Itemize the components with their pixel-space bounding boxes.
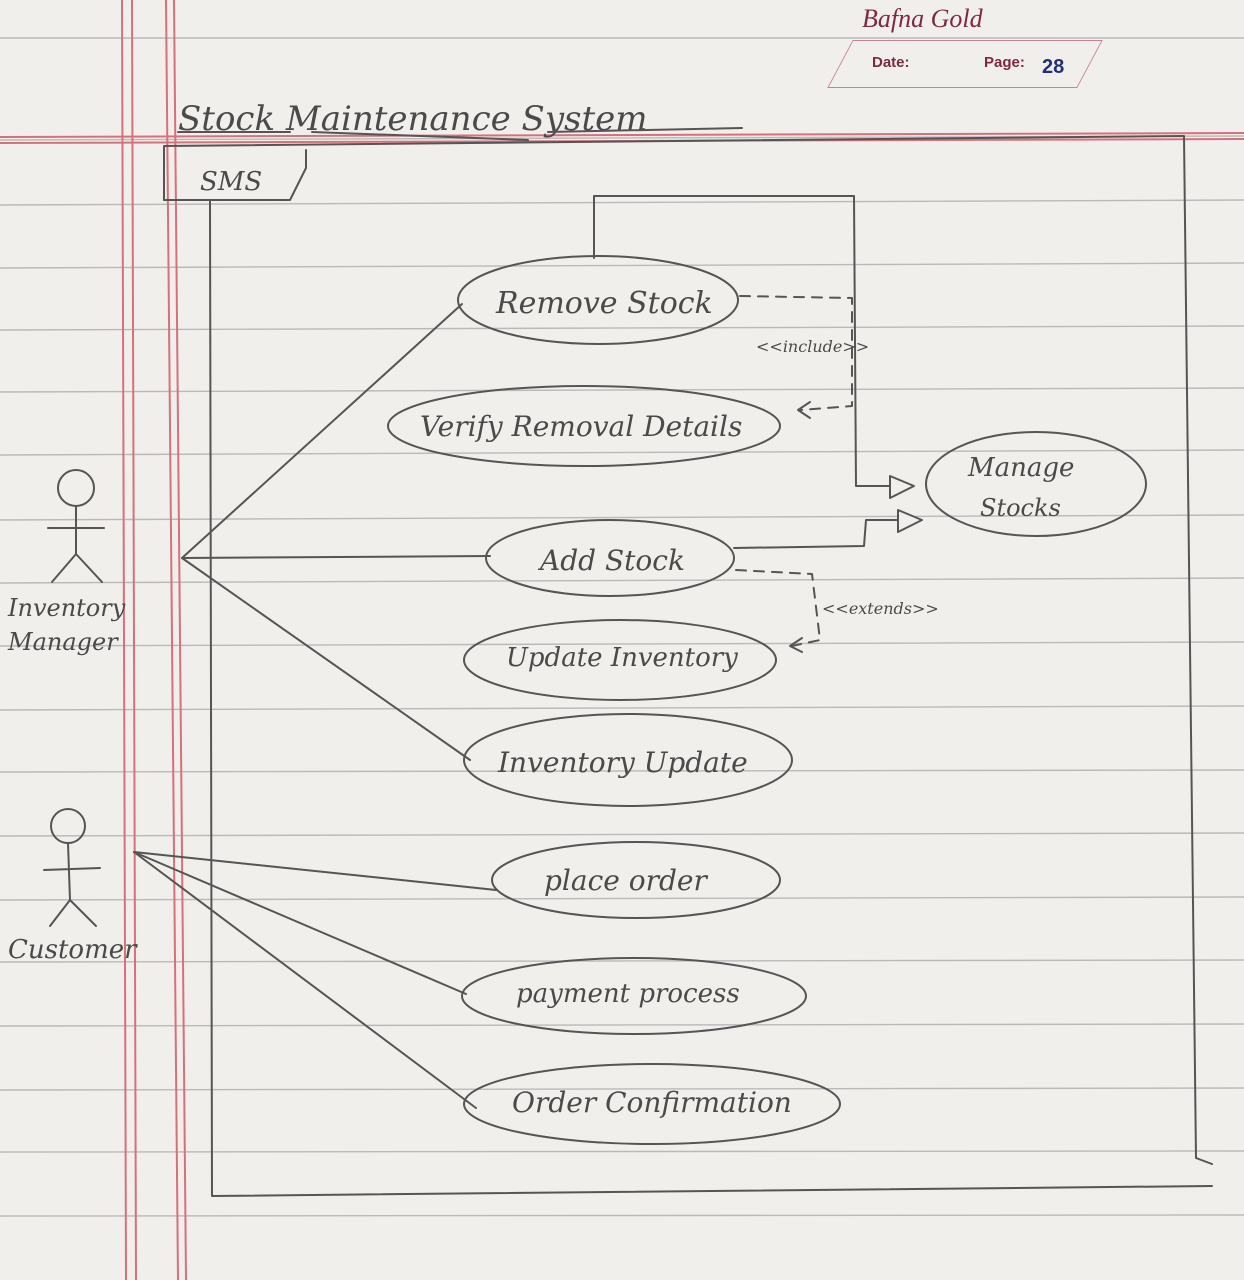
actor-body-icon <box>47 505 105 583</box>
use-case-label-line2: Stocks <box>980 494 1061 522</box>
extend-dependency <box>735 569 821 647</box>
page-number: 28 <box>1042 56 1065 78</box>
use-case-remove-stock: Remove Stock <box>457 255 739 345</box>
use-case-label: Remove Stock <box>495 286 713 321</box>
extend-arrowhead <box>789 637 803 653</box>
generalization-line <box>593 195 891 487</box>
use-case-ellipse <box>387 385 781 467</box>
use-case-ellipse <box>491 841 781 919</box>
generalization-arrowhead <box>889 475 915 499</box>
use-case-update-inventory: Update Inventory <box>463 619 777 701</box>
actor-head-icon <box>50 808 86 844</box>
use-case-ellipse <box>925 431 1147 537</box>
use-case-ellipse <box>485 519 735 597</box>
use-case-label: Verify Removal Details <box>420 410 742 443</box>
use-case-ellipse <box>463 1063 841 1145</box>
use-case-ellipse <box>457 255 739 345</box>
actor-label-line2: Manager <box>7 628 119 656</box>
actor-body-icon <box>43 842 101 927</box>
actor-inventory-manager: Inventory Manager <box>7 469 126 656</box>
use-case-label: Update Inventory <box>506 643 738 673</box>
use-case-payment-process: payment process <box>461 957 807 1035</box>
use-case-ellipse <box>463 619 777 701</box>
use-case-ellipse <box>461 957 807 1035</box>
extend-label: <<extends>> <box>822 599 939 618</box>
notebook-brand: Bafna Gold <box>862 4 983 33</box>
actor-label-line1: Inventory <box>7 594 126 622</box>
include-label: <<include>> <box>756 337 869 356</box>
use-case-manage-stocks: Manage Stocks <box>925 431 1147 537</box>
title-underline <box>177 127 743 141</box>
use-case-label-line1: Manage <box>967 453 1074 483</box>
system-label: SMS <box>200 167 262 197</box>
generalization-arrowhead <box>897 509 923 533</box>
generalization-line <box>733 519 899 549</box>
system-boundary <box>163 135 1213 1197</box>
inventory-manager-associations <box>181 303 491 761</box>
use-case-label: Inventory Update <box>497 746 748 779</box>
date-label: Date: <box>872 54 910 71</box>
use-case-inventory-update: Inventory Update <box>463 713 793 807</box>
use-case-verify-removal-details: Verify Removal Details <box>387 385 781 467</box>
system-label-tab <box>163 149 307 201</box>
actor-label: Customer <box>8 935 138 965</box>
use-case-order-confirmation: Order Confirmation <box>463 1063 841 1145</box>
use-case-label: payment process <box>516 979 740 1009</box>
use-case-label: Add Stock <box>537 544 685 577</box>
page-label: Page: <box>984 54 1025 71</box>
use-case-label: Order Confirmation <box>512 1086 792 1119</box>
customer-associations <box>133 851 497 1109</box>
use-case-add-stock: Add Stock <box>485 519 735 597</box>
use-case-place-order: place order <box>491 841 781 919</box>
actor-customer: Customer <box>8 808 138 965</box>
actor-head-icon <box>57 469 95 507</box>
include-dependency <box>739 295 853 411</box>
use-case-label: place order <box>544 864 708 897</box>
use-case-ellipse <box>463 713 793 807</box>
include-arrowhead <box>797 401 811 419</box>
